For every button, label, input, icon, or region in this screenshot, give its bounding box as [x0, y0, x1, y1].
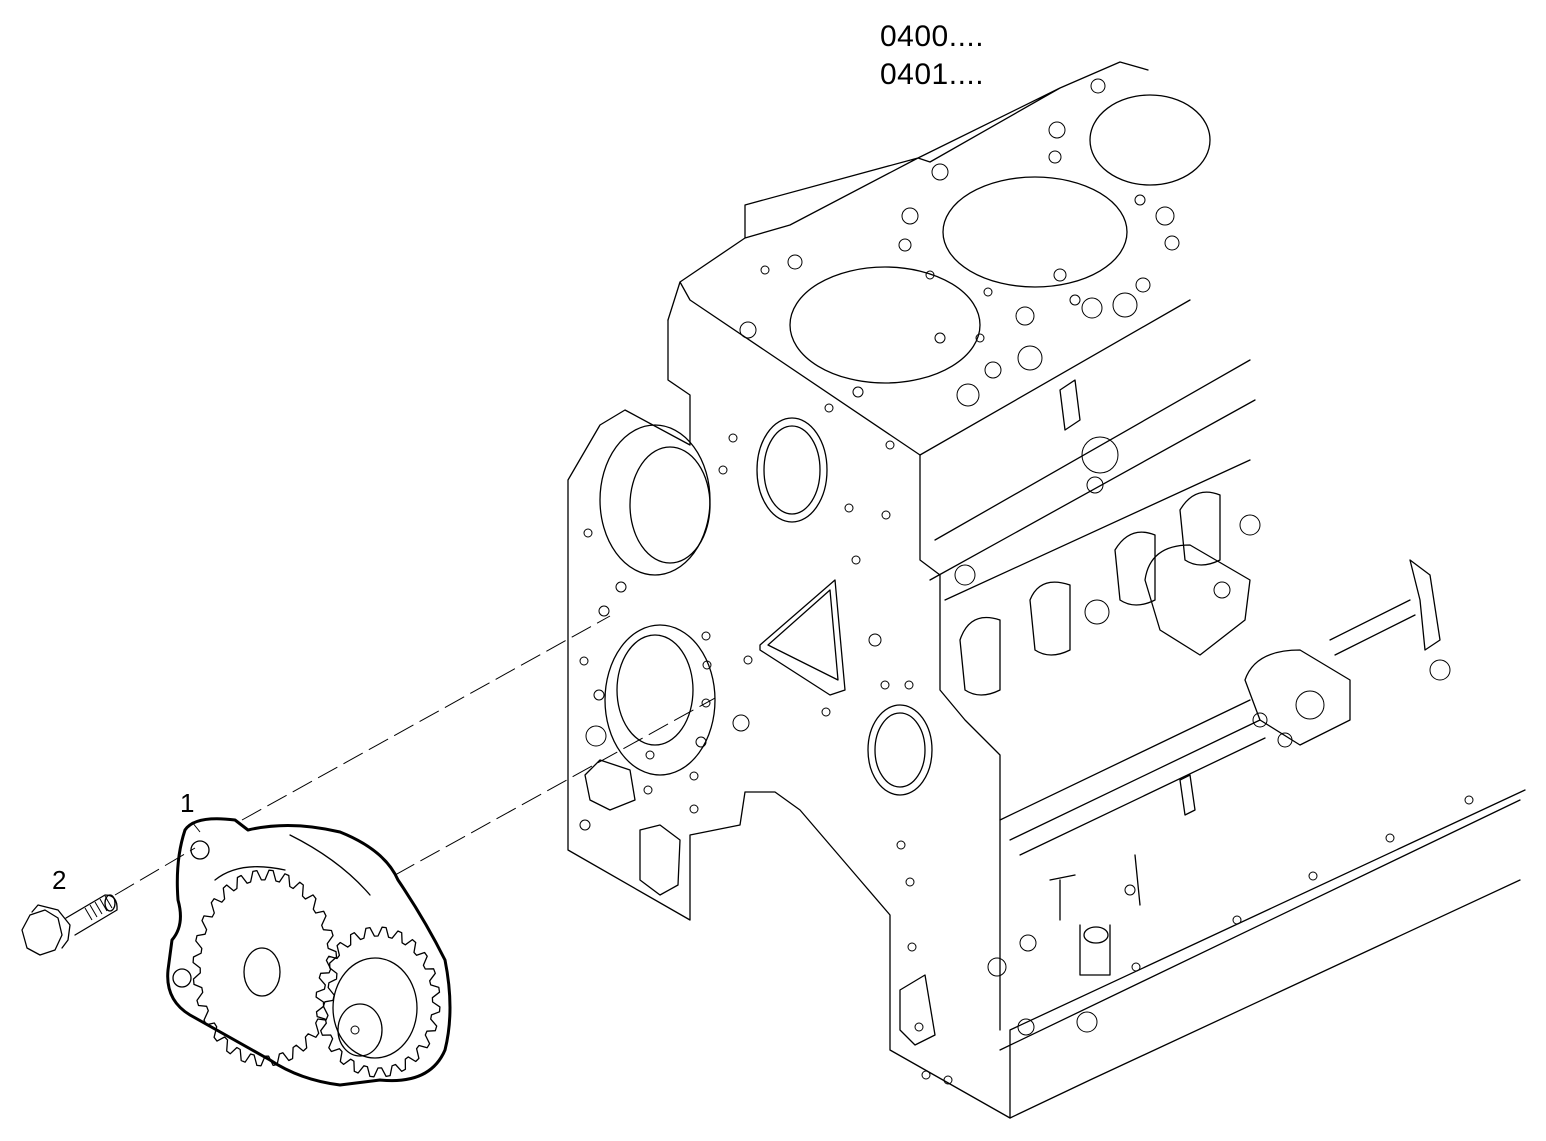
- engine-block-deck: [667, 61, 1191, 456]
- oil-pump-drive-gear-nut: [337, 1003, 383, 1057]
- bolt-thread: [84, 895, 113, 921]
- cylinder-bore-3: [1089, 94, 1211, 186]
- alignment-line-bolt: [114, 847, 196, 896]
- oil-pump-drive-gear-hub: [332, 957, 418, 1059]
- engine-block-side-details: [929, 359, 1474, 976]
- cylinder-bore-2: [942, 176, 1128, 288]
- oil-pump-large-gear: [192, 869, 338, 1067]
- oil-pump-large-gear-teeth: [192, 869, 338, 1067]
- oil-pump-large-gear-hub: [243, 947, 281, 997]
- oil-pump-drive-gear: [315, 926, 441, 1078]
- front-face-details: [579, 403, 1098, 1085]
- reference-code-0400: 0400....: [880, 20, 985, 53]
- bolt: [21, 894, 118, 956]
- oil-pump: [166, 817, 452, 1087]
- reference-code-0401: 0401....: [880, 58, 985, 91]
- alignment-lines: [114, 615, 716, 896]
- oil-pump-drive-gear-teeth: [315, 926, 441, 1078]
- oil-pump-mount-hole-top: [190, 840, 210, 860]
- alignment-line-lower: [394, 697, 716, 876]
- bolt-tip: [104, 894, 116, 912]
- bolt-head: [21, 909, 63, 956]
- oil-pump-housing: [166, 817, 452, 1087]
- deck-holes: [739, 78, 1180, 407]
- oil-pump-drive-gear-center: [350, 1025, 360, 1035]
- alignment-line-upper: [241, 615, 611, 821]
- oil-pump-mount-hole-bottom: [172, 968, 192, 988]
- engine-block-front-face: [567, 319, 1011, 1119]
- bolt-flange: [31, 904, 71, 949]
- cylinder-bore-1: [789, 266, 981, 384]
- bolt-shank: [65, 894, 118, 936]
- engine-block-corner: [919, 454, 1001, 1031]
- engine-block: [567, 61, 1526, 1119]
- callout-bolt: 2: [52, 865, 67, 895]
- engine-block-rail: [999, 789, 1526, 1119]
- callout-oil-pump: 1: [180, 788, 195, 818]
- oil-pump-housing-edge: [214, 834, 371, 896]
